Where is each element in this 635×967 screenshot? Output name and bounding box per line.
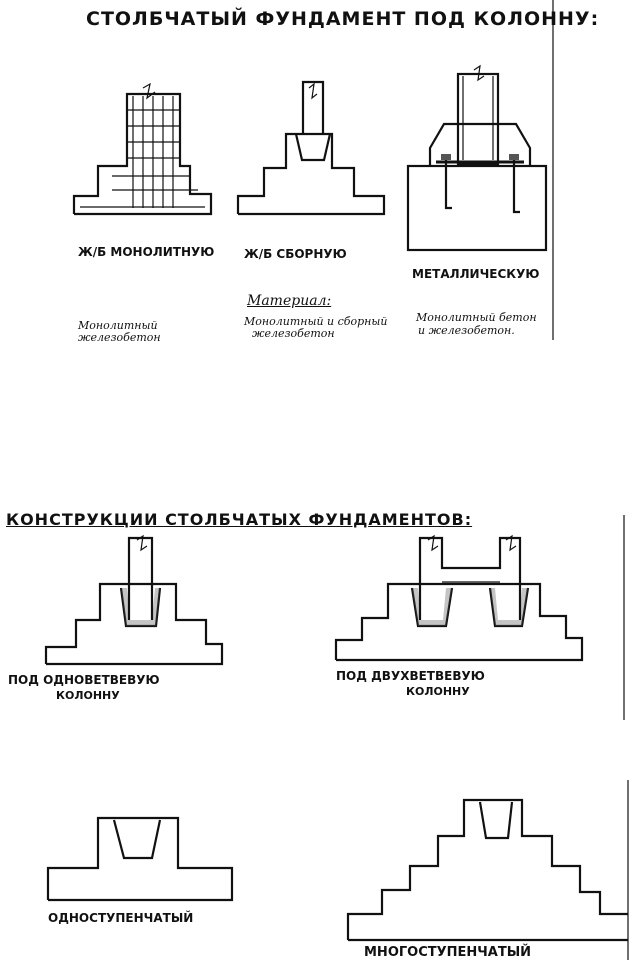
material-metal-line1: Монолитный бетон	[416, 311, 537, 324]
material-monolithic-line2: железобетон	[78, 331, 161, 344]
single-step-foundation	[46, 816, 234, 902]
two-branch-foundation	[334, 534, 584, 662]
section2-title: КОНСТРУКЦИИ СТОЛБЧАТЫХ ФУНДАМЕНТОВ:	[6, 510, 473, 529]
type-label-metal: МЕТАЛЛИЧЕСКУЮ	[412, 267, 540, 281]
single-branch-label-line1: ПОД ОДНОВЕТВЕВУЮ	[8, 673, 160, 687]
section1-title: СТОЛБЧАТЫЙ ФУНДАМЕНТ ПОД КОЛОННУ:	[86, 8, 600, 30]
material-precast-line2: железобетон	[252, 327, 335, 340]
material-monolithic-line1: Монолитный	[78, 319, 158, 332]
multi-step-foundation	[346, 798, 628, 942]
material-precast-line1: Монолитный и сборный	[244, 315, 388, 328]
metal-column-foundation	[406, 64, 548, 252]
precast-rc-foundation	[236, 80, 386, 216]
two-branch-label-line1: ПОД ДВУХВЕТВЕВУЮ	[336, 669, 485, 683]
type-label-monolithic: Ж/Б МОНОЛИТНУЮ	[78, 245, 215, 259]
single-step-label: ОДНОСТУПЕНЧАТЫЙ	[48, 911, 194, 925]
single-branch-foundation	[44, 534, 224, 666]
material-heading: Материал:	[247, 293, 332, 309]
two-branch-label-line2: КОЛОННУ	[406, 685, 470, 698]
multi-step-label: МНОГОСТУПЕНЧАТЫЙ	[364, 945, 532, 960]
single-branch-label-line2: КОЛОННУ	[56, 689, 120, 702]
monolithic-rc-foundation	[72, 82, 213, 216]
material-metal-line2: и железобетон.	[418, 324, 515, 337]
type-label-precast: Ж/Б СБОРНУЮ	[244, 247, 347, 261]
